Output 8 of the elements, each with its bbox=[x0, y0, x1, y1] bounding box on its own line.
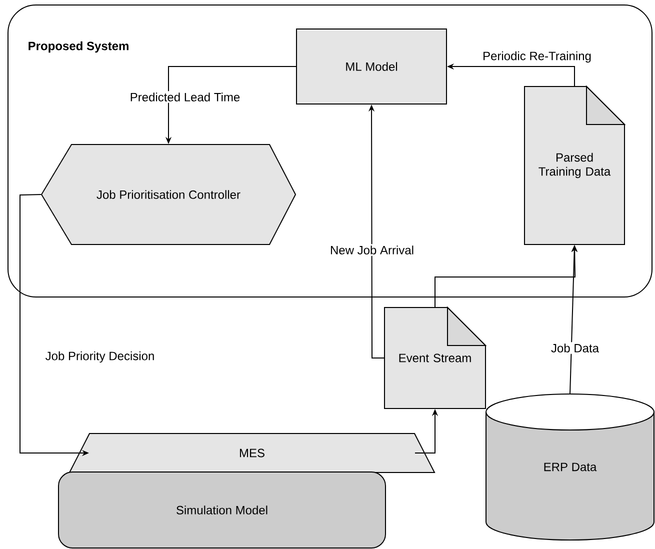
edge-label: Job Priority Decision bbox=[46, 351, 154, 363]
process-box: ML Model bbox=[296, 28, 447, 104]
database-cylinder: ERP Data bbox=[486, 394, 654, 540]
edge-label: Predicted Lead Time bbox=[130, 92, 240, 102]
edge-label: New Job Arrival bbox=[330, 246, 414, 254]
edge-label: Job Data bbox=[551, 344, 599, 352]
edge-label: Periodic Re-Training bbox=[484, 51, 591, 63]
rounded-box: Simulation Model bbox=[58, 472, 386, 548]
